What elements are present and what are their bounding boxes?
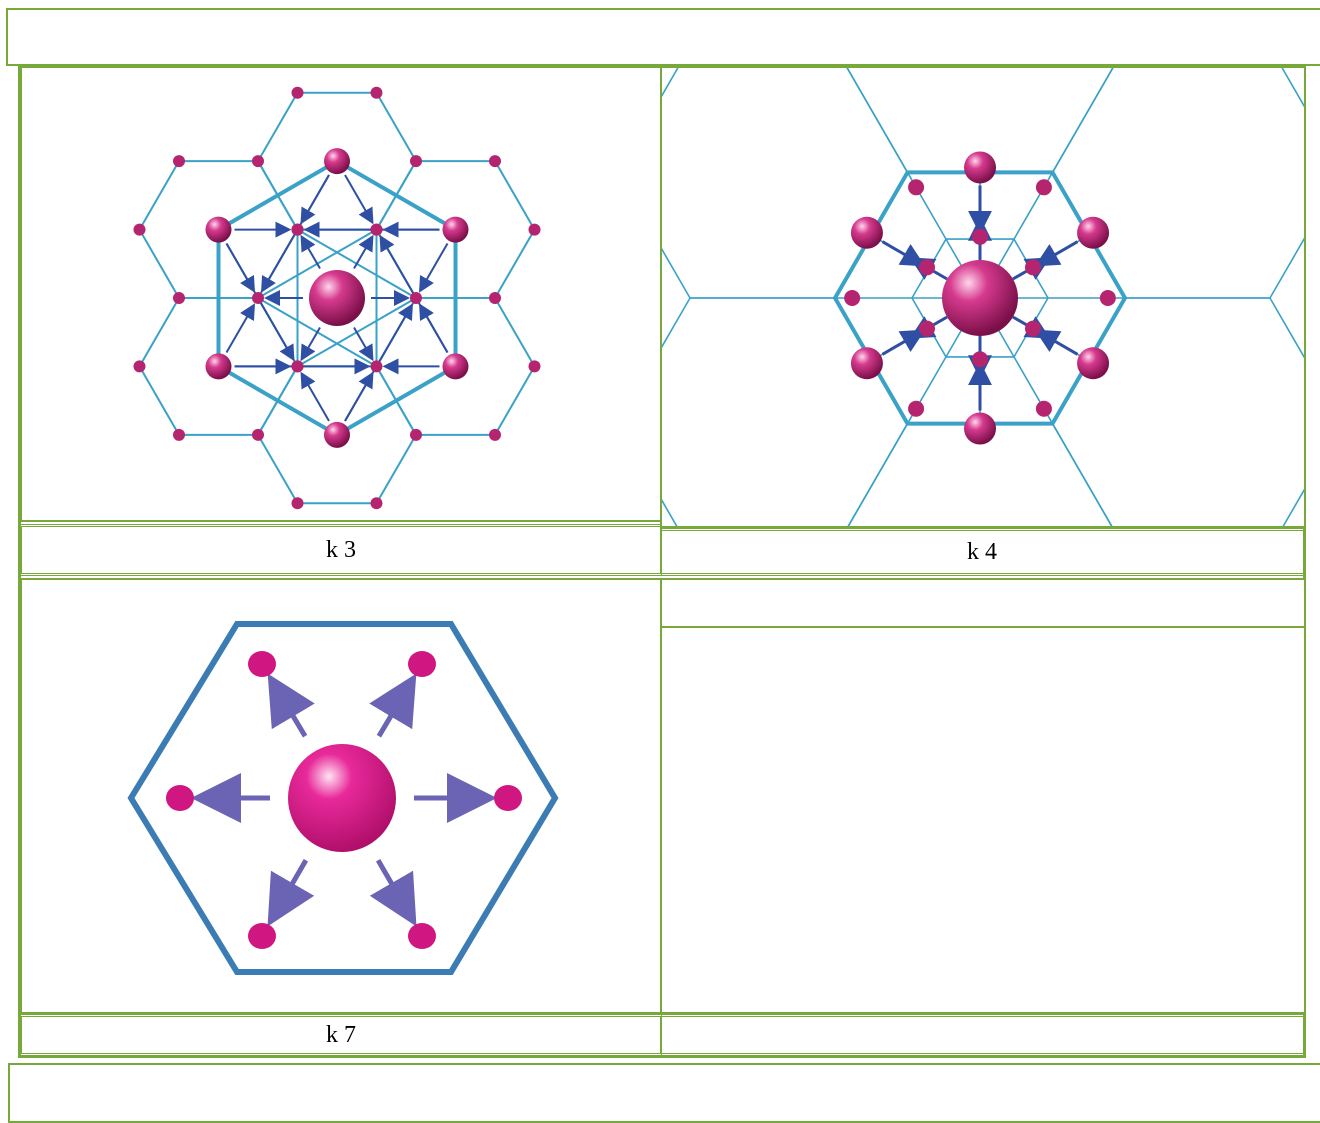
k3-image-cell	[20, 66, 662, 522]
k3-arrow	[300, 326, 321, 362]
k4-image-cell	[660, 66, 1306, 528]
k3-small-node	[370, 86, 383, 99]
k4-small-node	[1099, 290, 1116, 306]
k3-arrow	[344, 174, 374, 225]
k3-arrow	[225, 303, 255, 354]
k3-arrow	[300, 234, 321, 270]
k4-small-node	[1035, 400, 1052, 417]
k3-small-node	[370, 497, 383, 510]
k3-arrow	[419, 242, 449, 293]
k3-large-node	[324, 148, 350, 175]
empty-header-cell	[660, 578, 1306, 628]
k7-caption-cell: k 7	[20, 1014, 662, 1056]
k7-caption: k 7	[326, 1021, 356, 1048]
k4-arrow	[1034, 329, 1079, 356]
k3-small-node	[291, 360, 304, 373]
k7-node	[408, 651, 436, 677]
k4-arrow	[1034, 240, 1079, 267]
k3-small-node	[173, 428, 185, 441]
k4-heavy-hexagon	[832, 170, 1128, 426]
k4-small-node	[844, 290, 861, 306]
k4-small-node	[1025, 259, 1042, 276]
k4-caption-cell: k 4	[660, 528, 1306, 576]
k3-small-node	[410, 155, 422, 168]
k4-arrow	[881, 240, 926, 267]
k4-large-node	[1077, 216, 1110, 249]
k3-small-node	[370, 360, 383, 373]
k4-central-ball	[942, 260, 1018, 336]
k7-node	[248, 651, 276, 677]
k3-caption: k 3	[326, 536, 356, 563]
k7-node	[408, 923, 436, 949]
k7-arrow	[267, 859, 315, 927]
k3-central-ball	[309, 270, 365, 326]
k7-hexagon	[127, 621, 559, 975]
k4-large-node	[1077, 347, 1110, 380]
k4-small-node	[918, 259, 935, 276]
k4-large-node	[850, 216, 883, 249]
k4-large-node	[850, 347, 883, 380]
k7-node	[494, 785, 522, 811]
k4-small-node	[918, 320, 935, 337]
k7-arrow	[267, 673, 315, 738]
k4-outer-hexagon-0	[1051, 297, 1304, 526]
k7-arrow	[369, 859, 417, 927]
empty-caption-cell	[660, 1014, 1306, 1056]
k4-small-node	[1025, 320, 1042, 337]
k3-small-node	[252, 155, 264, 168]
k3-small-node	[528, 360, 541, 373]
k3-small-node	[252, 428, 264, 441]
k3-arrow	[353, 234, 374, 270]
k7-arrow	[369, 673, 417, 738]
k3-large-node	[324, 421, 350, 448]
k3-diagram	[133, 86, 541, 510]
k4-diagram	[662, 68, 1304, 526]
k3-small-node	[370, 223, 383, 236]
k4-outer-hexagon-5	[1051, 68, 1304, 299]
k3-small-node	[252, 292, 264, 304]
k3-small-node	[528, 223, 541, 236]
k7-node	[248, 923, 276, 949]
k4-outer-hexagon-2	[662, 297, 909, 526]
k7-image-cell	[20, 578, 662, 1014]
k3-small-node	[173, 292, 185, 304]
k4-large-node	[964, 151, 996, 184]
k3-large-node	[205, 216, 232, 243]
k7-central-ball	[288, 744, 396, 852]
k3-small-node	[489, 155, 501, 168]
k3-large-node	[442, 216, 469, 243]
top-frame	[6, 8, 1320, 66]
k3-small-node	[291, 223, 304, 236]
k3-small-node	[410, 292, 422, 304]
k3-small-node	[489, 428, 501, 441]
k7-diagram	[127, 621, 559, 975]
k3-small-node	[133, 223, 146, 236]
k4-small-node	[1035, 179, 1052, 196]
k3-small-node	[133, 360, 146, 373]
empty-image-cell	[660, 626, 1306, 1014]
k3-small-node	[410, 428, 422, 441]
k4-caption: k 4	[967, 538, 997, 565]
bottom-frame	[8, 1063, 1320, 1123]
k4-small-node	[908, 400, 925, 417]
k3-caption-cell: k 3	[20, 524, 662, 576]
k4-outer-hexagon-3	[662, 68, 909, 299]
k3-arrow	[353, 326, 374, 362]
k4-small-node	[972, 228, 988, 245]
k3-small-node	[489, 292, 501, 304]
k4-small-node	[972, 351, 988, 368]
k3-arrow	[300, 371, 330, 422]
k3-small-node	[291, 86, 304, 99]
k4-small-node	[908, 179, 925, 196]
k3-large-node	[442, 353, 469, 380]
k3-small-node	[173, 155, 185, 168]
k4-large-node	[964, 412, 996, 445]
k4-arrow	[881, 329, 926, 356]
k7-node	[166, 785, 194, 811]
k3-large-node	[205, 353, 232, 380]
k3-small-node	[291, 497, 304, 510]
